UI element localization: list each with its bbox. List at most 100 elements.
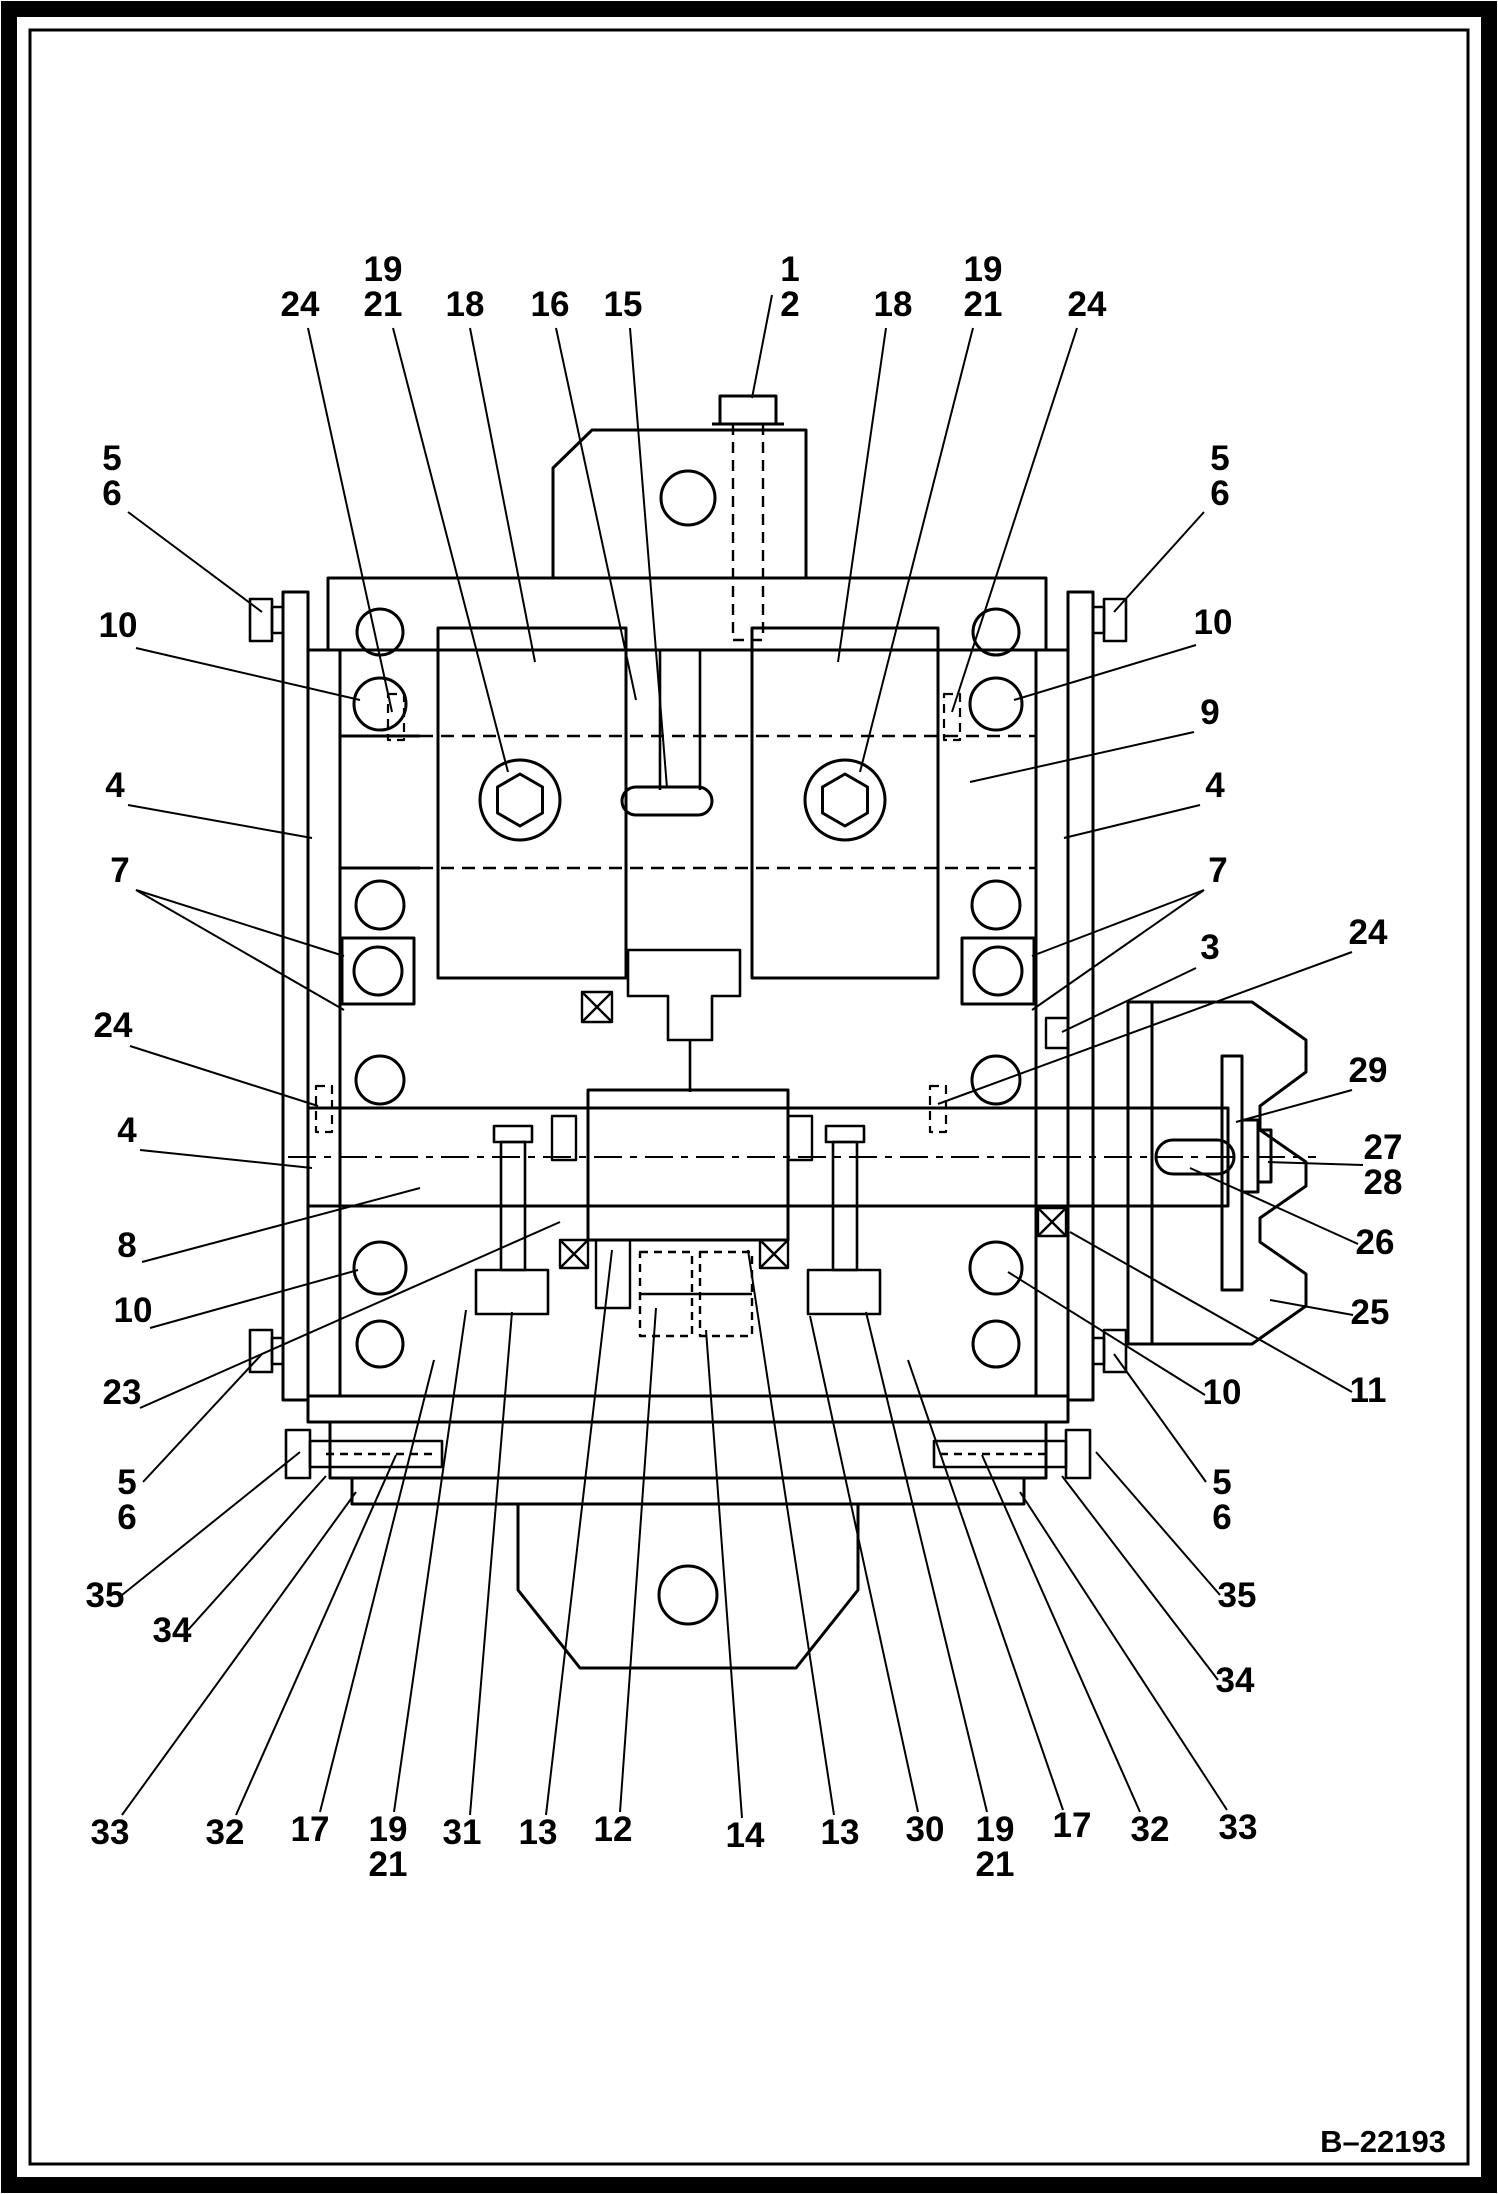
leader-line bbox=[121, 1491, 357, 1816]
leader-line bbox=[135, 889, 345, 1011]
leader-line bbox=[127, 804, 313, 839]
vertical-studs bbox=[474, 1124, 882, 1316]
callout-label-33: 33 bbox=[1219, 1808, 1258, 1847]
leader-line bbox=[951, 327, 1078, 713]
leader-line bbox=[619, 1307, 657, 1813]
bearings-right bbox=[960, 676, 1070, 1369]
leader-line bbox=[1063, 804, 1201, 839]
callout-label-13: 13 bbox=[821, 1813, 860, 1852]
bottom-center-details bbox=[594, 1238, 754, 1338]
callout-label-10: 10 bbox=[1194, 603, 1233, 642]
leader-line bbox=[392, 327, 509, 773]
callout-label-10: 10 bbox=[114, 1291, 153, 1330]
callout-label-10: 10 bbox=[99, 606, 138, 645]
leader-line bbox=[1019, 1491, 1228, 1811]
callout-label-12: 12 bbox=[594, 1810, 633, 1849]
callout-label-18: 18 bbox=[446, 285, 485, 324]
leader-line bbox=[809, 1315, 919, 1813]
leader-line bbox=[1269, 1299, 1354, 1316]
leader-line bbox=[1267, 1161, 1364, 1166]
callout-label-17: 17 bbox=[291, 1810, 330, 1849]
leader-line bbox=[1061, 967, 1197, 1033]
callout-label-34: 34 bbox=[153, 1611, 192, 1650]
callout-label-35: 35 bbox=[1218, 1576, 1257, 1615]
callout-label-24: 24 bbox=[94, 1006, 133, 1045]
callout-label-10: 10 bbox=[1203, 1373, 1242, 1412]
leader-line bbox=[937, 951, 1353, 1105]
callout-label-16: 16 bbox=[531, 285, 570, 324]
callout-label-17: 17 bbox=[1053, 1806, 1092, 1845]
leader-line bbox=[469, 1311, 513, 1816]
leader-line bbox=[865, 1311, 988, 1813]
callout-label-32: 32 bbox=[206, 1813, 245, 1852]
callout-label-24: 24 bbox=[281, 285, 320, 324]
center-column bbox=[626, 650, 742, 1092]
leader-line bbox=[837, 327, 887, 663]
leader-line bbox=[1069, 1231, 1353, 1393]
callout-label-26: 26 bbox=[1356, 1223, 1395, 1262]
callout-label-30: 30 bbox=[906, 1810, 945, 1849]
leader-line bbox=[135, 647, 361, 701]
bottom-mount-bracket bbox=[516, 1504, 860, 1670]
assembly-drawing bbox=[248, 394, 1316, 1670]
leader-line bbox=[1095, 1451, 1221, 1596]
callout-label-32: 32 bbox=[1131, 1810, 1170, 1849]
leader-line bbox=[187, 1475, 327, 1631]
leader-line bbox=[1007, 1271, 1206, 1396]
side-bolts bbox=[248, 597, 1128, 1374]
leader-line bbox=[1031, 889, 1205, 957]
callout-label-15: 15 bbox=[604, 285, 643, 324]
leader-line bbox=[629, 327, 668, 789]
callout-label-7: 7 bbox=[1208, 851, 1227, 890]
callout-label-11: 11 bbox=[1350, 1371, 1387, 1410]
callout-label-31: 31 bbox=[443, 1813, 482, 1852]
bottom-bolts bbox=[284, 1428, 1092, 1480]
leader-line bbox=[129, 1045, 319, 1107]
callout-label-3: 3 bbox=[1200, 928, 1219, 967]
bottom-plates bbox=[306, 1394, 1070, 1506]
leader-line bbox=[907, 1359, 1064, 1811]
leader-line bbox=[747, 1249, 835, 1816]
leader-line bbox=[1013, 644, 1197, 701]
leader-line bbox=[319, 1359, 435, 1813]
callout-label-23: 23 bbox=[103, 1373, 142, 1412]
leader-line bbox=[235, 1454, 397, 1816]
bearings-left bbox=[340, 676, 416, 1369]
leader-line bbox=[149, 1269, 359, 1329]
callout-label-33: 33 bbox=[91, 1813, 130, 1852]
callout-label-24: 24 bbox=[1349, 913, 1388, 952]
hex-socket-bolts bbox=[478, 758, 887, 842]
leader-line bbox=[139, 1149, 313, 1169]
drive-pulley bbox=[1126, 1000, 1308, 1346]
leader-line bbox=[135, 889, 345, 957]
leader-line bbox=[1113, 511, 1205, 613]
top-mount-bracket bbox=[551, 428, 808, 578]
callout-label-4: 4 bbox=[1205, 766, 1225, 805]
leader-line bbox=[981, 1454, 1141, 1813]
callout-label-35: 35 bbox=[86, 1576, 125, 1615]
callout-label-18: 18 bbox=[874, 285, 913, 324]
callout-label-14: 14 bbox=[726, 1816, 765, 1855]
leader-line bbox=[469, 327, 536, 663]
leader-line bbox=[969, 731, 1195, 783]
leader-line bbox=[127, 511, 263, 613]
callout-label-25: 25 bbox=[1351, 1293, 1390, 1332]
leader-line bbox=[393, 1309, 467, 1813]
callout-label-4: 4 bbox=[117, 1111, 137, 1150]
leader-line bbox=[141, 1187, 421, 1263]
leader-line bbox=[1113, 1353, 1207, 1483]
leader-line bbox=[545, 1249, 613, 1816]
callout-label-7: 7 bbox=[110, 851, 129, 890]
